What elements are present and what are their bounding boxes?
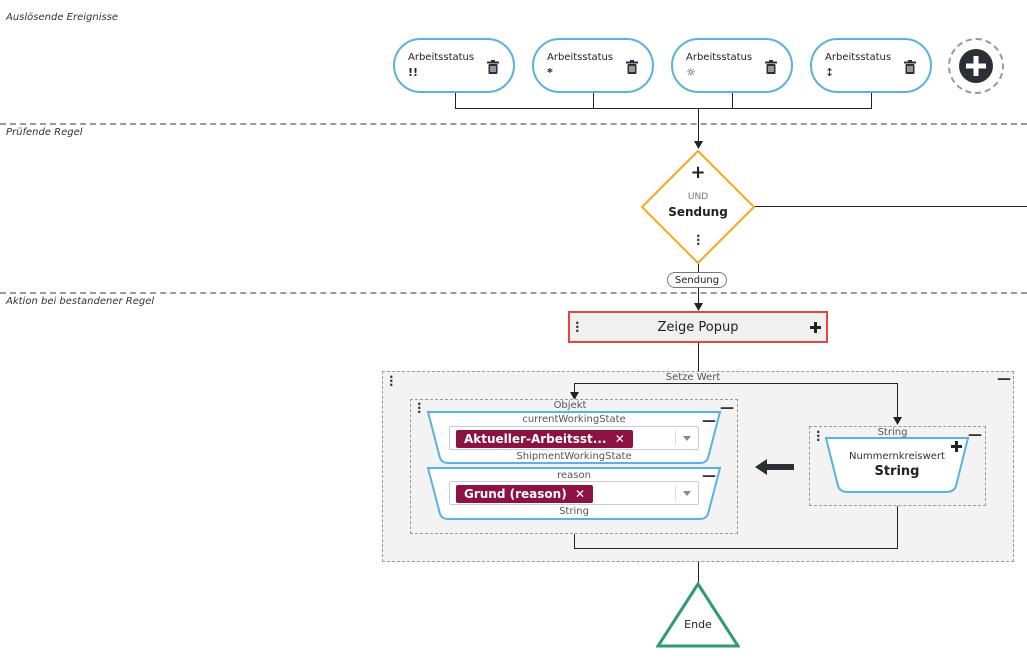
connector (574, 383, 898, 384)
field-select[interactable]: Aktueller-Arbeitsst... ✕ (449, 426, 699, 450)
trash-icon[interactable] (904, 59, 916, 78)
section-label-action: Aktion bei bestandener Regel (6, 296, 155, 307)
connector (698, 562, 699, 584)
connector (455, 108, 872, 109)
field-label: currentWorkingState (522, 414, 626, 425)
trigger-title: Arbeitsstatus (825, 52, 892, 63)
string-source: Nummernkreiswert (849, 451, 945, 462)
field-label: reason (557, 470, 591, 481)
selected-value-chip[interactable]: Grund (reason) ✕ (456, 485, 594, 503)
chip-label: Aktueller-Arbeitsst... (464, 432, 607, 446)
collapse-icon[interactable]: — (997, 371, 1011, 387)
connector (574, 534, 575, 549)
trigger-node[interactable]: Arbeitsstatus !! (393, 38, 515, 93)
plus-icon (959, 49, 993, 83)
trigger-status-icon: * (547, 66, 553, 79)
plus-icon[interactable] (810, 322, 821, 333)
connector (593, 93, 594, 108)
trash-icon[interactable] (626, 59, 638, 78)
connector (574, 383, 575, 394)
plus-icon[interactable]: + (690, 162, 706, 183)
field-type: String (559, 506, 589, 517)
rule-name: Sendung (668, 205, 728, 219)
collapse-icon[interactable]: — (968, 427, 982, 443)
drag-handle-icon[interactable]: ··· (575, 316, 580, 338)
more-menu-icon[interactable]: ··· (696, 229, 701, 251)
rule-operator: UND (687, 192, 709, 202)
collapse-icon[interactable]: — (702, 413, 716, 429)
arrow-left-icon (755, 459, 794, 475)
rule-diamond-shape (641, 150, 755, 264)
trigger-node[interactable]: Arbeitsstatus ↕ (810, 38, 932, 93)
trigger-title: Arbeitsstatus (408, 52, 475, 63)
arrow-down-icon (694, 141, 703, 149)
set-value-title: Setze Wert (665, 372, 721, 383)
section-divider (0, 292, 1027, 294)
connector (698, 108, 699, 144)
connector (698, 264, 699, 272)
end-node-shape (656, 582, 740, 648)
trash-icon[interactable] (487, 59, 499, 78)
connector (455, 93, 456, 108)
section-label-check: Prüfende Regel (6, 127, 83, 138)
popup-action-node[interactable]: ··· Zeige Popup (568, 311, 828, 343)
trash-icon[interactable] (765, 59, 777, 78)
add-trigger-button[interactable] (948, 38, 1004, 94)
connector (897, 383, 898, 419)
section-label-triggers: Auslösende Ereignisse (6, 12, 119, 23)
connector (897, 506, 898, 549)
connector (732, 93, 733, 108)
chevron-down-icon[interactable] (675, 430, 698, 446)
collapse-icon[interactable]: — (720, 400, 734, 416)
arrow-down-icon (570, 392, 579, 400)
collapse-icon[interactable]: — (702, 468, 716, 484)
trigger-node[interactable]: Arbeitsstatus * (532, 38, 654, 93)
trigger-title: Arbeitsstatus (686, 52, 753, 63)
trigger-status-icon: ↕ (825, 66, 835, 79)
value-shape (824, 437, 970, 493)
drag-handle-icon[interactable]: ··· (816, 425, 821, 447)
arrow-down-icon (893, 417, 902, 425)
field-select[interactable]: Grund (reason) ✕ (449, 481, 699, 505)
chip-label: Grund (reason) (464, 487, 567, 501)
connector (871, 93, 872, 108)
drag-handle-icon[interactable]: ··· (417, 397, 422, 419)
remove-icon[interactable]: ✕ (575, 487, 586, 501)
end-node-label[interactable]: Ende (684, 618, 712, 631)
string-title: String (877, 427, 908, 438)
trigger-title: Arbeitsstatus (547, 52, 614, 63)
popup-action-label: Zeige Popup (657, 320, 739, 335)
connector (698, 288, 699, 304)
connector (755, 206, 1027, 207)
trigger-node[interactable]: Arbeitsstatus ☼ (671, 38, 793, 93)
plus-icon[interactable] (951, 441, 962, 452)
connector (698, 343, 699, 371)
field-type: ShipmentWorkingState (516, 451, 632, 462)
string-value: String (874, 464, 920, 479)
rule-node[interactable]: + UND Sendung ··· (641, 150, 755, 264)
selected-value-chip[interactable]: Aktueller-Arbeitsst... ✕ (456, 430, 633, 448)
drag-handle-icon[interactable]: ··· (389, 370, 394, 392)
connector (574, 548, 898, 549)
remove-icon[interactable]: ✕ (614, 432, 625, 446)
rule-badge: Sendung (667, 272, 727, 288)
object-title: Objekt (553, 400, 587, 411)
trigger-status-icon: ☼ (686, 66, 696, 79)
chevron-down-icon[interactable] (675, 485, 698, 501)
trigger-status-icon: !! (408, 66, 419, 79)
arrow-down-icon (694, 303, 703, 311)
section-divider (0, 123, 1027, 125)
